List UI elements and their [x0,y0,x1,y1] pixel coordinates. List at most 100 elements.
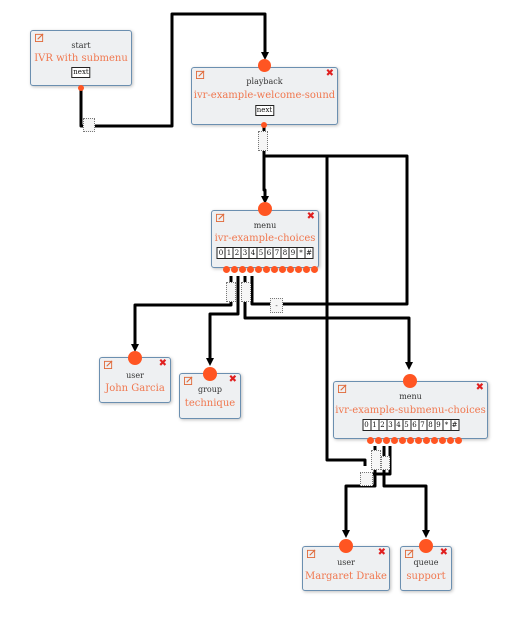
terminal-box[interactable] [83,118,95,132]
node-type: menu [399,392,422,401]
menu-key: 2 [234,248,242,258]
terminal-box[interactable] [258,131,268,151]
menu-output-port[interactable] [407,437,414,444]
menu-output-port[interactable] [447,437,454,444]
menu-key: 3 [387,420,395,430]
menu-output-port[interactable] [271,266,278,273]
node-name: ivr-example-choices [214,233,316,244]
menu-key: 8 [282,248,290,258]
menu-key: # [306,249,312,257]
menu-output-port[interactable] [391,437,398,444]
input-port[interactable] [128,351,142,365]
start-node[interactable]: start IVR with submenu next [30,30,132,86]
queue-node[interactable]: ✖ queue support [400,546,452,591]
delete-icon[interactable]: ✖ [325,68,334,79]
menu-key: 2 [379,420,387,430]
delete-icon[interactable]: ✖ [439,547,448,558]
terminal-box[interactable]: - [270,298,283,313]
node-name: John Garcia [105,383,165,394]
input-port[interactable] [403,374,417,388]
delete-icon[interactable]: ✖ [475,382,484,393]
edit-icon[interactable] [184,376,193,385]
menu-output-port[interactable] [303,266,310,273]
menu-output-port[interactable] [383,437,390,444]
menu-output-port[interactable] [279,266,286,273]
menu-output-port[interactable] [311,266,318,273]
input-port[interactable] [258,59,271,72]
node-type: user [126,371,144,380]
menu-key: 7 [419,420,427,430]
delete-icon[interactable]: ✖ [306,211,315,222]
wire-menu1-group1 [206,276,240,366]
menu-output-port[interactable] [423,437,430,444]
menu-key: 8 [427,420,435,430]
menu-key: 6 [411,420,419,430]
menu-output-port[interactable] [439,437,446,444]
menu-output-port[interactable] [455,437,462,444]
edit-icon[interactable] [338,384,347,393]
input-port[interactable] [419,539,433,553]
menu-output-port[interactable] [415,437,422,444]
output-ports [223,266,318,273]
input-port[interactable] [203,367,217,381]
node-name: support [406,571,446,582]
edit-icon[interactable] [307,549,316,558]
menu-key: 1 [226,248,234,258]
menu-key: 5 [403,420,411,430]
menu-output-port[interactable] [263,266,270,273]
menu-key: 0 [218,248,226,258]
node-type: playback [246,77,283,86]
node-type: start [71,41,91,50]
menu-key: 5 [258,248,266,258]
delete-icon[interactable]: ✖ [377,547,386,558]
menu-key: 4 [250,248,258,258]
menu-output-port[interactable] [255,266,262,273]
menu-key: * [298,248,306,258]
menu-output-port[interactable] [399,437,406,444]
menu-output-port[interactable] [431,437,438,444]
menu-key: 1 [371,420,379,430]
node-name: ivr-example-welcome-sound [193,90,336,101]
next-button[interactable]: next [71,67,91,78]
menu-key: 7 [274,248,282,258]
node-type: group [197,385,223,394]
edit-icon[interactable] [35,33,44,42]
node-name: Margaret Drake [305,571,387,582]
menu-output-port[interactable] [239,266,246,273]
delete-icon[interactable]: ✖ [158,358,167,369]
terminal-box[interactable] [226,282,236,302]
edit-icon[interactable] [405,549,414,558]
menu-output-port[interactable] [367,437,374,444]
input-port[interactable] [258,202,272,216]
edit-icon[interactable] [196,70,205,79]
terminal-box[interactable] [241,282,251,302]
node-name: IVR with submenu [34,53,128,64]
terminal-box[interactable] [381,456,390,470]
menu-output-port[interactable] [247,266,254,273]
edit-icon[interactable] [104,360,113,369]
wire-start-playback [79,12,269,128]
wire-menu1-user1 [131,276,233,352]
menu-key: # [451,421,458,429]
menu-output-port[interactable] [231,266,238,273]
menu-key: 4 [395,420,403,430]
input-port[interactable] [339,539,353,553]
menu-output-port[interactable] [223,266,230,273]
edit-icon[interactable] [216,213,225,222]
delete-icon[interactable]: ✖ [228,374,237,385]
output-port[interactable] [261,122,267,128]
node-name: technique [184,398,236,409]
terminal-box[interactable] [360,472,373,486]
playback-node[interactable]: ✖ playback ivr-example-welcome-sound nex… [191,67,338,125]
terminal-box[interactable] [371,450,381,470]
output-port[interactable] [78,85,84,91]
node-type: user [337,558,355,567]
menu-output-port[interactable] [287,266,294,273]
next-button[interactable]: next [254,105,275,116]
menu-output-port[interactable] [295,266,302,273]
menu-output-port[interactable] [375,437,382,444]
